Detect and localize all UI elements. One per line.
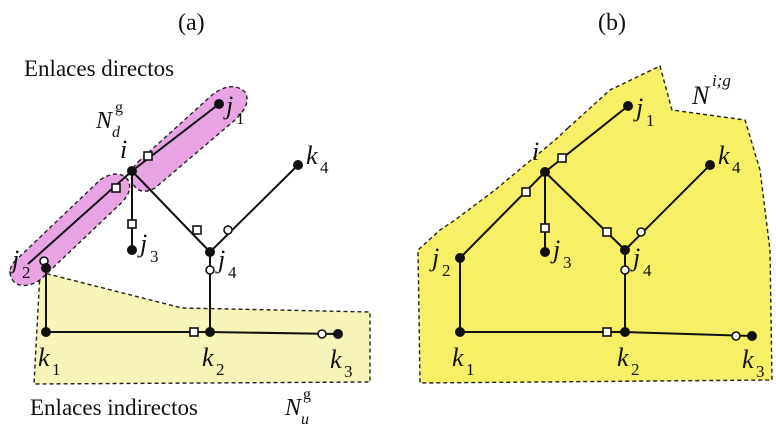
nd-sub: d	[112, 124, 121, 141]
panel-b-label: (b)	[598, 10, 626, 36]
neighborhood-region	[417, 65, 773, 384]
label-k3-sub: 3	[756, 362, 765, 381]
label-j3: j	[550, 235, 560, 264]
node-k1	[41, 327, 51, 337]
label-i: i	[120, 135, 127, 164]
edge-j4-k4	[209, 164, 299, 253]
nu-sub: u	[301, 411, 309, 428]
label-k2: k	[617, 343, 629, 372]
port-marker	[205, 265, 215, 275]
label-j4: j	[630, 243, 640, 272]
label-j2-sub: 2	[442, 261, 451, 280]
port-marker	[540, 223, 550, 233]
label-k3-sub: 3	[344, 362, 353, 381]
node-i	[127, 166, 137, 176]
node-k1	[455, 327, 465, 337]
port-marker	[557, 153, 567, 163]
label-j4: j	[215, 245, 225, 274]
port-marker	[223, 225, 233, 235]
label-j2-sub: 2	[22, 263, 31, 282]
indirect-links-region	[33, 271, 371, 385]
node-k4	[293, 160, 303, 170]
edge-i-j4	[544, 171, 626, 251]
direct-links-region-lower	[9, 173, 131, 287]
label-j1-sub: 1	[646, 111, 655, 130]
node-k3	[333, 329, 343, 339]
node-k2	[620, 327, 630, 337]
node-i	[540, 167, 550, 177]
node-j4	[620, 245, 630, 255]
label-j4-sub: 4	[643, 261, 652, 280]
label-k4: k	[718, 141, 730, 170]
port-marker	[521, 187, 531, 197]
nd-sup: g	[115, 99, 123, 116]
label-j1: j	[223, 91, 233, 120]
label-j1: j	[633, 93, 643, 122]
port-marker	[731, 331, 741, 341]
node-k4	[705, 160, 715, 170]
port-marker	[636, 227, 646, 237]
port-marker	[127, 219, 137, 229]
label-k2: k	[202, 343, 214, 372]
label-k1: k	[38, 343, 50, 372]
edge-i-j4	[131, 170, 211, 253]
label-k2-sub: 2	[216, 360, 225, 379]
label-k1-sub: 1	[52, 360, 61, 379]
label-j2: j	[429, 243, 439, 272]
label-k3: k	[742, 345, 754, 374]
label-j3: j	[137, 229, 147, 258]
label-j3-sub: 3	[150, 247, 159, 266]
label-k4-sub: 4	[320, 158, 329, 177]
label-i: i	[532, 137, 539, 166]
indirect-links-caption: Enlaces indirectos	[30, 395, 198, 420]
edge-k2-k3	[209, 331, 339, 335]
label-j3-sub: 3	[563, 253, 572, 272]
direct-links-caption: Enlaces directos	[24, 56, 174, 81]
port-marker	[602, 227, 612, 237]
label-k3: k	[330, 345, 342, 374]
panel-a: (a) Enlaces directos Enlaces indirectos …	[9, 10, 371, 428]
label-k4: k	[306, 141, 318, 170]
panel-a-label: (a)	[178, 10, 205, 36]
edge-i-j2	[459, 171, 546, 259]
port-marker	[111, 183, 121, 193]
nu-sup: g	[303, 386, 311, 403]
port-marker	[143, 151, 153, 161]
nd-symbol: N	[95, 108, 114, 134]
node-j1	[214, 99, 224, 109]
label-k2-sub: 2	[631, 360, 640, 379]
label-k1-sub: 1	[466, 360, 475, 379]
node-j4	[205, 247, 215, 257]
node-j3	[127, 245, 137, 255]
label-j1-sub: 1	[236, 109, 245, 128]
port-marker	[620, 265, 630, 275]
node-j2	[41, 263, 51, 273]
label-j2: j	[9, 245, 19, 274]
node-j1	[623, 101, 633, 111]
node-k2	[205, 327, 215, 337]
port-marker	[317, 329, 327, 339]
port-marker	[602, 327, 612, 337]
edge-k2-k3	[624, 331, 753, 337]
node-j2	[455, 253, 465, 263]
panel-b: (b) N i;g i j 1 j 2 j 3 j 4 k 1 k 2 k 3 …	[417, 10, 773, 384]
n-symbol: N	[691, 81, 711, 110]
nu-symbol: N	[284, 395, 303, 421]
n-sup: i;g	[712, 71, 731, 90]
port-marker	[192, 225, 202, 235]
port-marker	[189, 327, 199, 337]
label-k1: k	[452, 343, 464, 372]
node-j3	[540, 247, 550, 257]
label-k4-sub: 4	[732, 158, 741, 177]
label-j4-sub: 4	[228, 263, 237, 282]
node-k3	[747, 331, 757, 341]
